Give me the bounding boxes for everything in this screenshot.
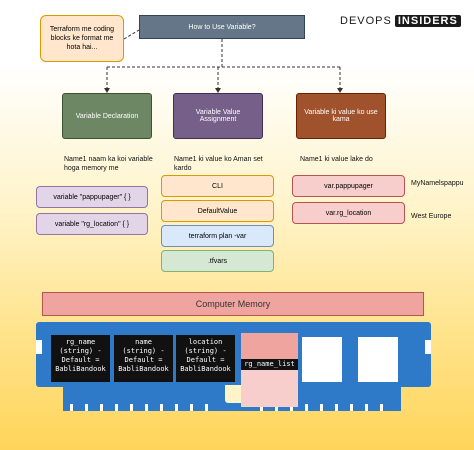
memory-pin xyxy=(100,404,103,411)
memory-pin xyxy=(260,404,263,411)
kama-item: var.pappupager xyxy=(292,175,405,197)
description-declaration: Name1 naam ka koi variable hoga memory m… xyxy=(64,156,153,172)
kama-value: West Europe xyxy=(411,213,452,220)
memory-pin xyxy=(290,404,293,411)
assignment-item: .tfvars xyxy=(161,250,274,272)
memory-pin xyxy=(365,404,368,411)
note-connector xyxy=(123,29,140,40)
memory-pin xyxy=(115,404,118,411)
memory-pin xyxy=(85,404,88,411)
note-box: Terraform me coding blocks ke format me … xyxy=(40,15,124,62)
memory-cell: name (string) - Default = BabliBandook xyxy=(114,335,173,382)
memory-cell: location (string) - Default = BabliBando… xyxy=(176,335,235,382)
memory-list-slot xyxy=(241,333,298,407)
description-kama: Name1 ki value lake do xyxy=(300,156,373,163)
memory-pin xyxy=(305,404,308,411)
assignment-item: DefaultValue xyxy=(161,200,274,222)
description-assignment: Name1 ki value ko Aman set kardo xyxy=(174,156,263,172)
arrow-declaration xyxy=(104,88,110,93)
memory-empty-slot xyxy=(358,337,398,382)
memory-pin xyxy=(320,404,323,411)
kama-value: MyNamelspappu xyxy=(411,180,464,187)
memory-pin xyxy=(175,404,178,411)
category-kama: Variable ki value ko use kama xyxy=(296,93,386,139)
arrow-assignment xyxy=(215,88,221,93)
declaration-item: variable "rg_location" { } xyxy=(36,213,148,235)
declaration-item: variable "pappupager" { } xyxy=(36,186,148,208)
memory-side-slot xyxy=(36,340,42,354)
memory-title: Computer Memory xyxy=(42,292,424,316)
memory-list-label: rg_name_list xyxy=(241,359,298,370)
memory-pin xyxy=(350,404,353,411)
memory-cell: rg_name (string) - Default = BabliBandoo… xyxy=(51,335,110,382)
memory-list-slot-top xyxy=(241,333,298,359)
memory-pin xyxy=(275,404,278,411)
memory-pin xyxy=(145,404,148,411)
logo-badge: INSIDERS xyxy=(394,15,461,27)
logo-text: DEVOPS xyxy=(340,15,392,27)
memory-empty-slot xyxy=(302,337,342,382)
memory-pin xyxy=(380,404,383,411)
kama-item: var.rg_location xyxy=(292,202,405,224)
arrow-kama xyxy=(337,88,343,93)
logo: DEVOPS INSIDERS xyxy=(340,14,461,28)
memory-pin xyxy=(190,404,193,411)
assignment-item: terraform plan -var xyxy=(161,225,274,247)
memory-side-slot xyxy=(425,340,431,354)
page-title: How to Use Variable? xyxy=(139,15,305,39)
memory-pin xyxy=(160,404,163,411)
memory-pin xyxy=(205,404,208,411)
category-assignment: Variable Value Assignment xyxy=(173,93,263,139)
assignment-item: CLI xyxy=(161,175,274,197)
memory-pin xyxy=(130,404,133,411)
category-declaration: Variable Declaration xyxy=(62,93,152,139)
memory-pin xyxy=(70,404,73,411)
memory-pin xyxy=(335,404,338,411)
